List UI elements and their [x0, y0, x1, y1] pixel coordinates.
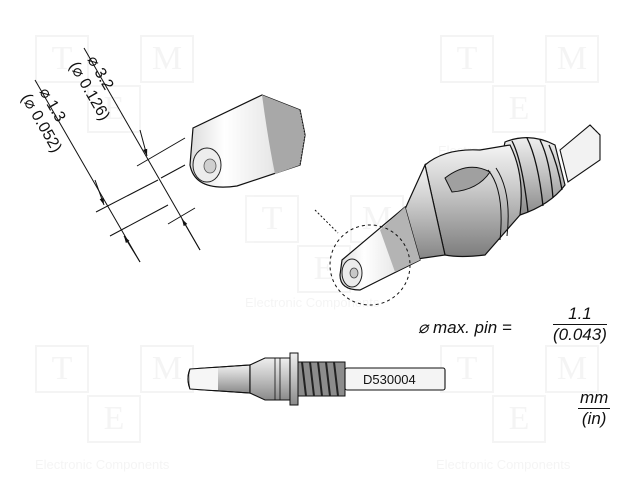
watermark-letter: E: [87, 395, 141, 443]
nozzle-assembled: [314, 124, 601, 306]
part-number: D530004: [363, 372, 416, 387]
watermark-caption: Electronic Components: [245, 295, 380, 310]
max-pin-fraction: 1.1 (0.043): [553, 304, 607, 345]
watermark-letter: T: [35, 35, 89, 83]
watermark-letter: E: [492, 85, 546, 133]
watermark-letter: M: [140, 35, 194, 83]
watermark-letter: E: [87, 85, 141, 133]
dimension-lines: [34, 47, 201, 263]
watermark-letter: T: [35, 345, 89, 393]
watermark-letter: E: [492, 395, 546, 443]
max-pin-label: ⌀ max. pin =: [418, 318, 512, 337]
max-pin-in: (0.043): [553, 325, 607, 344]
nozzle-side-view: [187, 352, 446, 406]
watermark-letter: T: [440, 35, 494, 83]
watermark-letter: M: [545, 345, 599, 393]
max-pin-mm: 1.1: [553, 304, 607, 325]
watermark-letter: T: [245, 195, 299, 243]
watermark-letter: M: [545, 35, 599, 83]
units-mm: mm: [578, 388, 611, 409]
watermark-caption: Electronic Components: [35, 457, 170, 472]
watermark-caption: Electronic Components: [436, 457, 571, 472]
units-in: (in): [581, 409, 607, 428]
units-legend: mm (in): [578, 388, 611, 429]
tip-detail: [189, 94, 306, 188]
